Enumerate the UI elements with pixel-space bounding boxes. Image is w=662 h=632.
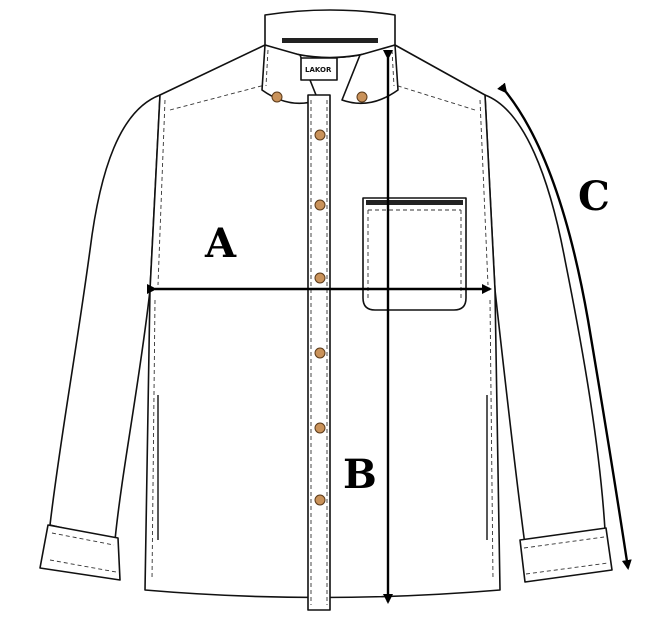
button	[271, 91, 283, 103]
label-c: C	[578, 173, 610, 220]
button	[314, 272, 326, 284]
button	[314, 129, 326, 141]
button	[314, 199, 326, 211]
button	[314, 494, 326, 506]
sleeve-length-arrow	[497, 82, 632, 570]
label-a: A	[204, 220, 237, 267]
brand-label	[300, 57, 338, 81]
logo-text: LAKOR	[305, 66, 332, 74]
label-b: B	[343, 451, 377, 498]
buttons	[271, 91, 368, 506]
button	[356, 91, 368, 103]
chest-pocket	[362, 197, 467, 311]
button	[314, 347, 326, 359]
left-sleeve	[39, 94, 161, 581]
button	[314, 422, 326, 434]
